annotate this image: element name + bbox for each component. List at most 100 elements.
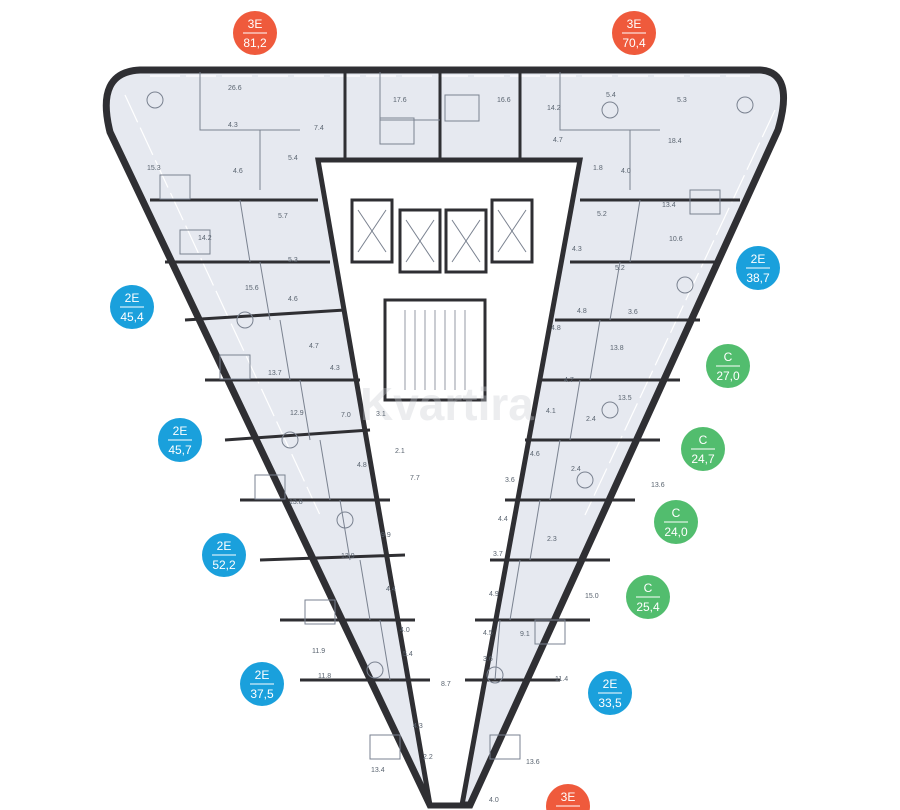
apartment-type: 3E xyxy=(561,790,576,804)
dining-table xyxy=(486,666,504,684)
room-area-label: 2.2 xyxy=(423,754,433,761)
room-area-label: 13.6 xyxy=(651,482,665,489)
room-area-label: 4.0 xyxy=(621,168,631,175)
room-area-label: 4.6 xyxy=(530,451,540,458)
room-area-label: 13.8 xyxy=(289,499,303,506)
room-area-label: 7.4 xyxy=(314,125,324,132)
room-area-label: 7.0 xyxy=(341,412,351,419)
room-area-label: 3.7 xyxy=(493,551,503,558)
dining-table xyxy=(601,401,619,419)
room-area-label: 1.8 xyxy=(593,165,603,172)
apartment-badge[interactable]: 2E 45,4 xyxy=(110,285,154,329)
apartment-area: 45,7 xyxy=(168,443,192,457)
apartment-badge[interactable]: 3E xyxy=(546,784,590,810)
apartment-type: 2E xyxy=(751,252,766,266)
room-area-label: 13.8 xyxy=(610,345,624,352)
bed xyxy=(304,599,336,625)
room-area-label: 13.7 xyxy=(268,370,282,377)
apartment-area: 45,4 xyxy=(120,310,144,324)
apartment-area: 24,7 xyxy=(691,452,715,466)
apartment-type: 2E xyxy=(217,539,232,553)
room-area-label: 4.7 xyxy=(553,137,563,144)
apartment-badge[interactable]: C 27,0 xyxy=(706,344,750,388)
apartment-type: 3E xyxy=(627,17,642,31)
bed xyxy=(369,734,401,760)
room-area-label: 2.1 xyxy=(395,448,405,455)
apartment-area: 27,0 xyxy=(716,369,740,383)
room-area-label: 13.9 xyxy=(341,553,355,560)
room-area-label: 26.6 xyxy=(228,85,242,92)
room-area-label: 4.7 xyxy=(564,377,574,384)
apartment-area: 33,5 xyxy=(598,696,622,710)
room-area-label: 11.8 xyxy=(318,673,331,680)
apartment-type: 2E xyxy=(603,677,618,691)
apartment-badge[interactable]: 2E 37,5 xyxy=(240,662,284,706)
watermark: Kvartira xyxy=(360,378,534,430)
room-area-label: 15.0 xyxy=(585,593,599,600)
elevator-core xyxy=(350,198,534,402)
apartment-type: 2E xyxy=(173,424,188,438)
dining-table xyxy=(736,96,754,114)
room-area-label: 5.2 xyxy=(597,211,607,218)
apartment-type: C xyxy=(699,433,708,447)
dining-table xyxy=(601,101,619,119)
room-area-label: 11.9 xyxy=(312,648,325,655)
room-area-label: 4.0 xyxy=(400,627,410,634)
room-area-label: 4.9 xyxy=(489,591,499,598)
room-area-label: 7.7 xyxy=(410,475,420,482)
apartment-badge[interactable]: C 24,0 xyxy=(654,500,698,544)
room-area-label: 4.3 xyxy=(413,723,423,730)
room-area-label: 3.6 xyxy=(628,309,638,316)
room-area-label: 16.6 xyxy=(497,97,511,104)
room-area-label: 4.4 xyxy=(386,586,396,593)
dining-table xyxy=(366,661,384,679)
room-area-label: 4.5 xyxy=(483,630,493,637)
furniture xyxy=(146,91,754,760)
room-area-label: 12.9 xyxy=(290,410,304,417)
room-area-label: 2.4 xyxy=(586,416,596,423)
bed xyxy=(444,94,480,122)
room-area-label: 3.6 xyxy=(505,477,515,484)
bed xyxy=(219,354,251,380)
room-area-label: 9.1 xyxy=(520,631,530,638)
room-area-label: 2.3 xyxy=(547,536,557,543)
apartment-type: 2E xyxy=(125,291,140,305)
apartment-badges: 3E81,23E70,42E38,72E45,4C27,02E45,7C24,7… xyxy=(110,11,780,810)
apartment-type: C xyxy=(724,350,733,364)
apartment-badge[interactable]: C 24,7 xyxy=(681,427,725,471)
apartment-area: 25,4 xyxy=(636,600,660,614)
bed xyxy=(489,734,521,760)
apartment-area: 52,2 xyxy=(212,558,236,572)
bed xyxy=(534,619,566,645)
room-area-label: 13.4 xyxy=(662,202,676,209)
room-area-label: 3.1 xyxy=(376,411,386,418)
apartment-area: 24,0 xyxy=(664,525,688,539)
room-area-label: 5.4 xyxy=(288,155,298,162)
room-area-label: 14.2 xyxy=(547,105,561,112)
apartment-badge[interactable]: 2E 45,7 xyxy=(158,418,202,462)
room-area-label: 4.7 xyxy=(309,343,319,350)
room-area-label: 4.6 xyxy=(233,168,243,175)
apartment-type: 2E xyxy=(255,668,270,682)
apartment-type: 3E xyxy=(248,17,263,31)
room-area-label: 11.4 xyxy=(555,676,568,683)
apartment-type: C xyxy=(672,506,681,520)
apartment-badge[interactable]: 2E 33,5 xyxy=(588,671,632,715)
room-area-label: 3.6 xyxy=(483,656,493,663)
room-area-label: 5.3 xyxy=(677,97,687,104)
apartment-badge[interactable]: 2E 52,2 xyxy=(202,533,246,577)
room-area-label: 5.2 xyxy=(615,265,625,272)
apartment-badge[interactable]: C25,4 xyxy=(626,575,670,619)
bed xyxy=(159,174,191,200)
room-area-label: 14.2 xyxy=(198,235,212,242)
bed xyxy=(689,189,721,215)
dining-table xyxy=(676,276,694,294)
room-area-label: 4.1 xyxy=(546,408,556,415)
room-area-label: 5.4 xyxy=(403,651,413,658)
room-area-label: 4.3 xyxy=(572,246,582,253)
apartment-area: 37,5 xyxy=(250,687,274,701)
